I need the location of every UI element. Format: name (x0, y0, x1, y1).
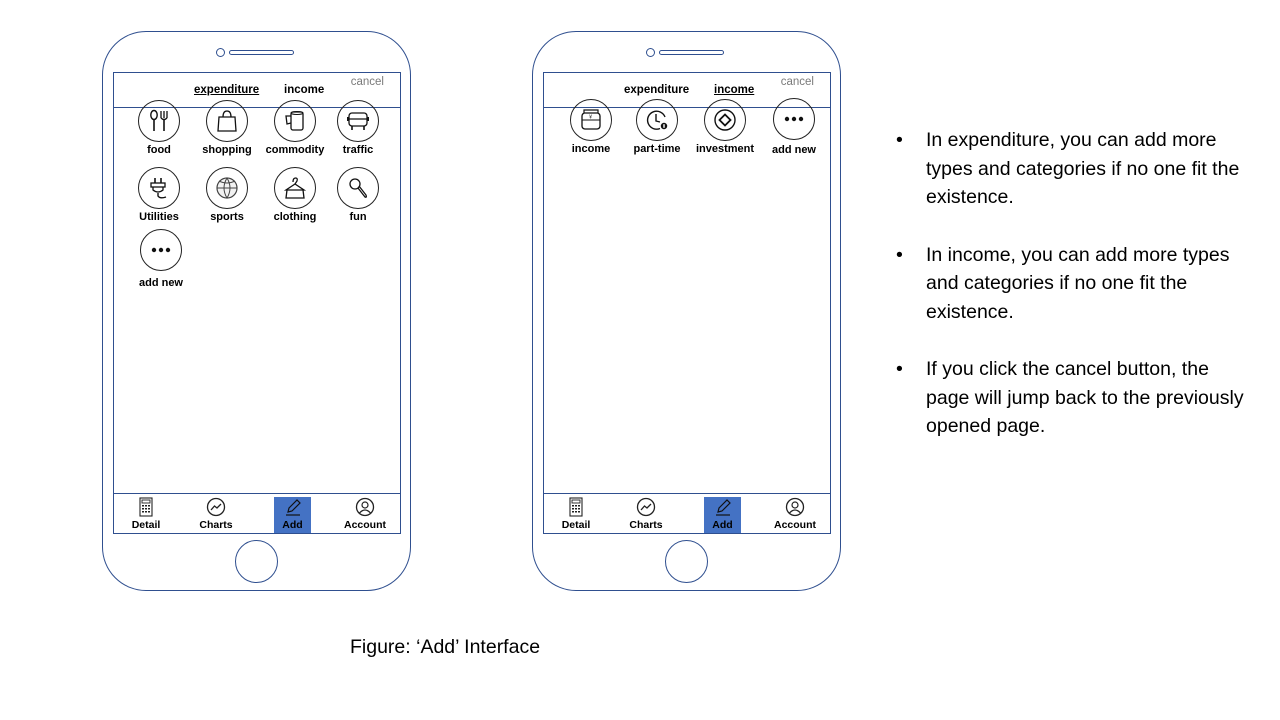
header: expenditure income cancel (114, 73, 400, 108)
category-traffic[interactable]: traffic (323, 100, 393, 156)
bottom-nav: Detail Charts Add (544, 493, 830, 534)
category-part-time[interactable]: part-time (622, 99, 692, 155)
bottom-nav: Detail Charts Add (114, 493, 400, 534)
category-add-new[interactable]: add new (126, 229, 196, 289)
fork-spoon-icon (150, 109, 168, 131)
category-add-new[interactable]: add new (759, 98, 829, 156)
nav-label: Detail (561, 519, 591, 531)
camera-icon (646, 48, 655, 57)
category-label: part-time (633, 143, 681, 155)
tab-income[interactable]: income (284, 84, 325, 96)
nav-label: Detail (131, 519, 161, 531)
nav-add[interactable]: Add (704, 497, 741, 533)
notes-list: In expenditure, you can add more types a… (896, 126, 1256, 470)
category-label: investment (695, 143, 755, 155)
more-dots-icon (784, 116, 804, 122)
category-sports[interactable]: sports (192, 167, 262, 223)
home-button[interactable] (235, 540, 278, 583)
cancel-button[interactable]: cancel (350, 76, 384, 88)
category-shopping[interactable]: shopping (192, 100, 262, 156)
chart-icon (636, 497, 656, 517)
category-label: income (571, 143, 611, 155)
category-label: commodity (265, 144, 325, 156)
basketball-icon (216, 177, 238, 199)
speaker-icon (659, 50, 724, 55)
header: expenditure income cancel (544, 73, 830, 108)
pencil-icon (715, 499, 731, 516)
clothes-hanger-icon (283, 177, 307, 199)
nav-detail[interactable]: Detail (126, 497, 166, 533)
more-dots-icon (151, 247, 171, 253)
plug-icon (150, 178, 167, 199)
nav-charts[interactable]: Charts (626, 497, 666, 533)
phone-income: expenditure income cancel ¥ income (532, 31, 841, 591)
chart-icon (206, 497, 226, 517)
paper-towel-icon (285, 110, 304, 131)
nav-detail[interactable]: Detail (556, 497, 596, 533)
user-icon (785, 497, 805, 517)
calculator-icon (139, 497, 153, 517)
nav-label: Add (712, 519, 733, 531)
tab-income[interactable]: income (714, 84, 755, 96)
home-button[interactable] (665, 540, 708, 583)
nav-account[interactable]: Account (774, 497, 816, 533)
nav-label: Charts (629, 519, 663, 531)
category-clothing[interactable]: clothing (260, 167, 330, 223)
phone-expenditure: expenditure income cancel food (102, 31, 411, 591)
category-label: add new (138, 277, 183, 289)
category-investment[interactable]: investment (690, 99, 760, 155)
figure-caption: Figure: ‘Add’ Interface (350, 636, 541, 658)
shopping-bag-icon (217, 110, 237, 132)
note-item: In expenditure, you can add more types a… (896, 126, 1256, 212)
category-label: food (147, 144, 171, 156)
pencil-icon (285, 499, 301, 516)
user-icon (355, 497, 375, 517)
nav-label: Account (774, 519, 816, 531)
cancel-button[interactable]: cancel (780, 76, 814, 88)
clock-icon (646, 110, 668, 130)
nav-charts[interactable]: Charts (196, 497, 236, 533)
category-label: add new (771, 144, 816, 156)
car-icon (347, 112, 369, 130)
tab-expenditure[interactable]: expenditure (624, 84, 690, 96)
microphone-icon (349, 178, 367, 198)
speaker-icon (229, 50, 294, 55)
calculator-icon (569, 497, 583, 517)
category-label: sports (210, 211, 244, 223)
nav-label: Charts (199, 519, 233, 531)
nav-add[interactable]: Add (274, 497, 311, 533)
category-income[interactable]: ¥ income (556, 99, 626, 155)
category-label: clothing (273, 211, 317, 223)
nav-account[interactable]: Account (344, 497, 386, 533)
screen: expenditure income cancel food (113, 72, 401, 534)
category-label: traffic (342, 144, 374, 156)
svg-text:¥: ¥ (589, 115, 592, 121)
note-item: If you click the cancel button, the page… (896, 355, 1256, 441)
camera-icon (216, 48, 225, 57)
investment-icon (714, 109, 736, 131)
category-label: fun (349, 211, 367, 223)
nav-label: Account (344, 519, 386, 531)
tab-expenditure[interactable]: expenditure (194, 84, 260, 96)
note-item: In income, you can add more types and ca… (896, 241, 1256, 327)
category-label: Utilities (139, 211, 179, 223)
category-food[interactable]: food (124, 100, 194, 156)
wallet-icon: ¥ (581, 109, 601, 130)
category-commodity[interactable]: commodity (260, 100, 330, 156)
nav-label: Add (282, 519, 303, 531)
screen: expenditure income cancel ¥ income (543, 72, 831, 534)
category-fun[interactable]: fun (323, 167, 393, 223)
category-utilities[interactable]: Utilities (124, 167, 194, 223)
category-label: shopping (202, 144, 252, 156)
